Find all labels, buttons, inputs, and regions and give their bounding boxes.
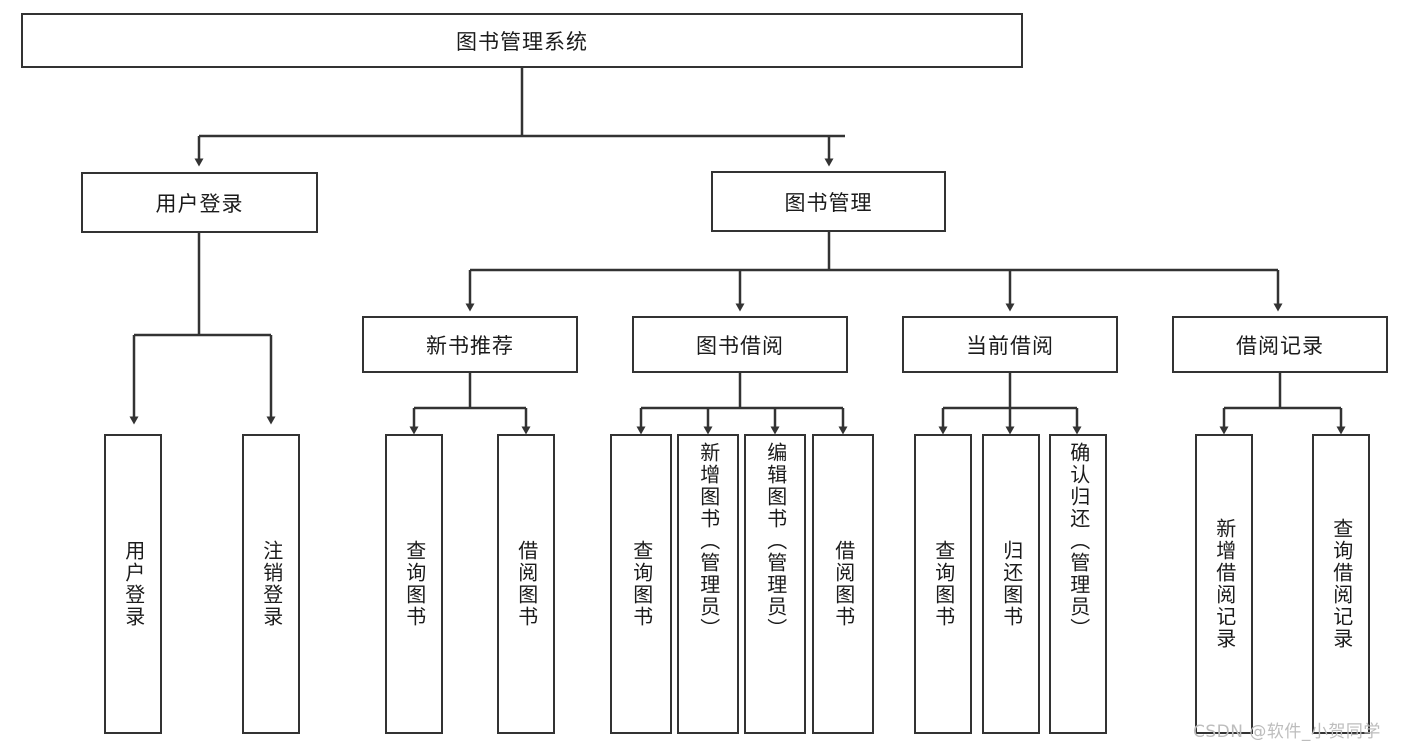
leaf-label: 借阅图书 [514, 540, 539, 628]
node-label: 用户登录 [155, 191, 244, 216]
leaf-label: 归还图书 [999, 540, 1024, 628]
leaf-label: 确认归还（管理员） [1066, 442, 1091, 640]
leaf-current-borrow-return: 归还图书 [982, 434, 1040, 734]
leaf-label: 编辑图书（管理员） [763, 442, 788, 640]
node-current-borrow: 当前借阅 [902, 316, 1118, 373]
leaf-borrow-record-query: 查询借阅记录 [1312, 434, 1370, 734]
leaf-book-borrow-add: 新增图书（管理员） [677, 434, 739, 734]
leaf-label: 注销登录 [259, 540, 284, 628]
watermark-csdn: CSDN @软件_小贺同学 [1193, 722, 1381, 742]
leaf-new-book-query: 查询图书 [385, 434, 443, 734]
leaf-label: 新增图书（管理员） [696, 442, 721, 640]
node-borrow-record: 借阅记录 [1172, 316, 1388, 373]
node-root-system: 图书管理系统 [21, 13, 1023, 68]
node-label: 图书管理 [784, 190, 873, 215]
leaf-label: 查询图书 [629, 540, 654, 628]
leaf-borrow-record-add: 新增借阅记录 [1195, 434, 1253, 734]
leaf-current-borrow-confirm-return: 确认归还（管理员） [1049, 434, 1107, 734]
leaf-book-borrow-edit: 编辑图书（管理员） [744, 434, 806, 734]
node-label: 图书借阅 [696, 333, 784, 358]
leaf-label: 查询图书 [931, 540, 956, 628]
node-label: 当前借阅 [966, 333, 1054, 358]
node-book-borrow: 图书借阅 [632, 316, 848, 373]
leaf-user-login-signout: 注销登录 [242, 434, 300, 734]
leaf-current-borrow-query: 查询图书 [914, 434, 972, 734]
leaf-label: 查询图书 [402, 540, 427, 628]
node-label: 借阅记录 [1236, 333, 1324, 358]
leaf-book-borrow-lend: 借阅图书 [812, 434, 874, 734]
leaf-label: 查询借阅记录 [1329, 518, 1354, 650]
leaf-book-borrow-query: 查询图书 [610, 434, 672, 734]
node-label: 图书管理系统 [456, 29, 588, 54]
leaf-label: 用户登录 [121, 540, 146, 628]
leaf-user-login-signin: 用户登录 [104, 434, 162, 734]
node-label: 新书推荐 [426, 333, 514, 358]
node-new-book-recommend: 新书推荐 [362, 316, 578, 373]
leaf-label: 新增借阅记录 [1212, 518, 1237, 650]
leaf-label: 借阅图书 [831, 540, 856, 628]
node-user-login: 用户登录 [81, 172, 318, 233]
node-book-management: 图书管理 [711, 171, 946, 232]
leaf-new-book-borrow: 借阅图书 [497, 434, 555, 734]
